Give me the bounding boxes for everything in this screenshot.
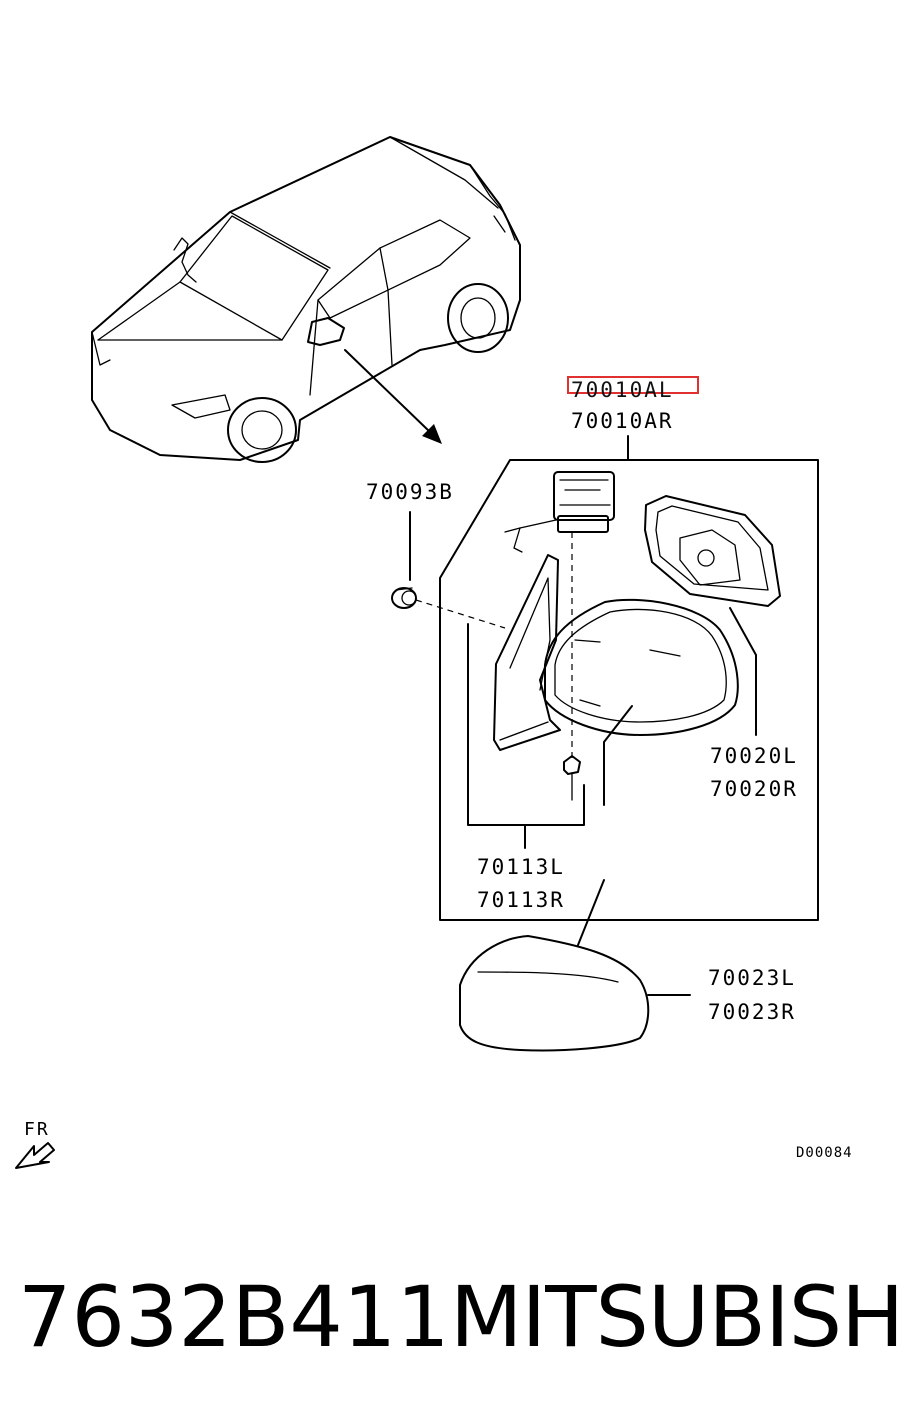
label-70113R: 70113R — [477, 888, 565, 912]
callout-arrow — [344, 349, 442, 444]
label-70010AR: 70010AR — [571, 409, 674, 433]
brand-name: MITSUBISHI — [450, 1268, 909, 1366]
diagram-code: D00084 — [796, 1145, 853, 1161]
clip-part — [391, 587, 417, 609]
highlight-box — [567, 376, 699, 394]
label-70010AL: 70010AL — [571, 378, 674, 402]
footer: 7632B411 MITSUBISHI — [0, 1262, 909, 1372]
label-70113L: 70113L — [477, 855, 565, 879]
mirror-cover — [459, 935, 650, 1052]
label-70023R: 70023R — [708, 1000, 796, 1024]
label-70023L: 70023L — [708, 966, 796, 990]
part-number: 7632B411 — [18, 1268, 450, 1366]
label-70093B: 70093B — [366, 480, 454, 504]
mirror-motor — [504, 471, 615, 760]
bolt — [563, 755, 581, 801]
assembly-bracket — [439, 435, 819, 921]
parts-diagram: 70010AL 70010AR 70093B — [15, 136, 853, 1169]
mirror-base — [493, 554, 561, 751]
front-direction-label: FR — [24, 1119, 50, 1140]
label-70020L: 70020L — [710, 744, 798, 768]
mirror-glass — [644, 495, 781, 607]
front-arrow-icon — [15, 1142, 55, 1169]
label-70020R: 70020R — [710, 777, 798, 801]
car-illustration — [91, 136, 521, 463]
mirror-housing — [544, 598, 739, 736]
